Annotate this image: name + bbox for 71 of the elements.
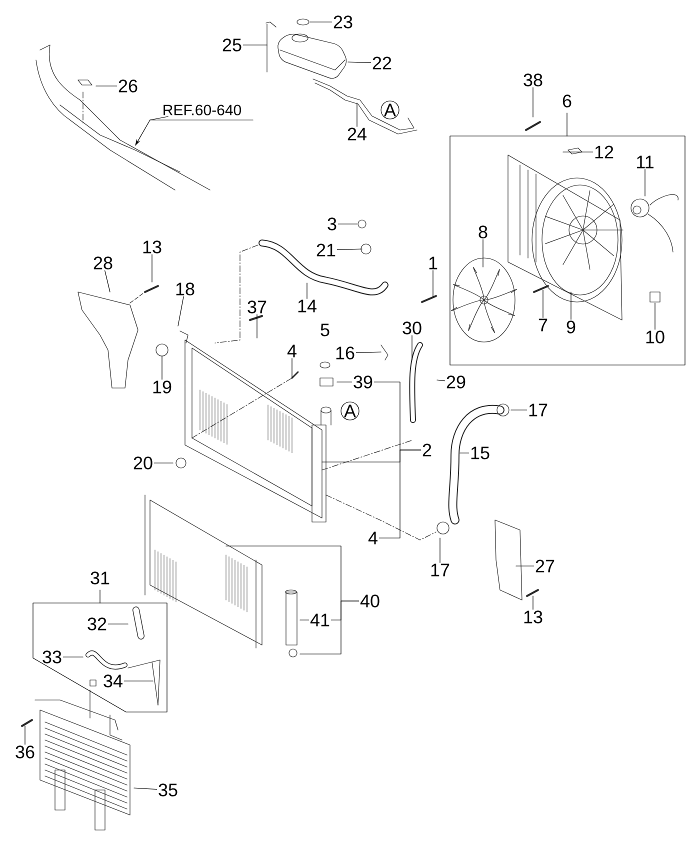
leader-line bbox=[482, 239, 484, 268]
callout-number: 24 bbox=[348, 128, 366, 140]
leader-line bbox=[104, 270, 110, 292]
leader-line bbox=[348, 62, 372, 63]
callout-number: 18 bbox=[176, 282, 194, 296]
callout-number: 13 bbox=[143, 240, 162, 254]
callout-number: 39 bbox=[354, 376, 372, 388]
callout-number: 29 bbox=[446, 376, 466, 388]
callout-number: 13 bbox=[524, 610, 542, 624]
callout-number: 38 bbox=[524, 74, 542, 86]
callout-number: 34 bbox=[104, 674, 122, 688]
node-label: 31 bbox=[90, 572, 110, 584]
callout-number: 22 bbox=[372, 56, 392, 70]
callout-number: 20 bbox=[134, 456, 152, 470]
leader-line bbox=[24, 726, 26, 745]
leader-line bbox=[436, 380, 446, 382]
bracket-line bbox=[378, 450, 422, 538]
leader-line bbox=[654, 302, 656, 330]
leader-line bbox=[306, 282, 308, 299]
callout-number: 17 bbox=[529, 404, 548, 416]
callout-number: 40 bbox=[360, 594, 380, 608]
leader-line bbox=[644, 169, 646, 196]
leader-line bbox=[134, 788, 158, 790]
callout-number: 8 bbox=[478, 226, 488, 238]
callout-number: 36 bbox=[16, 746, 34, 758]
leader-line bbox=[356, 352, 382, 353]
reference-note: REF.60-640 bbox=[164, 104, 242, 116]
callout-number: 16 bbox=[336, 346, 354, 360]
callout-number: 28 bbox=[94, 256, 112, 270]
callout-number: 25 bbox=[222, 38, 242, 52]
callout-number: 1 bbox=[429, 256, 438, 270]
callout-number: 32 bbox=[88, 618, 106, 630]
leader-line bbox=[336, 248, 362, 250]
callout-number: 35 bbox=[158, 784, 178, 796]
callout-number: 2 bbox=[422, 444, 432, 456]
callout-number: 26 bbox=[118, 80, 138, 92]
node-label: 6 bbox=[562, 94, 572, 108]
leader-line bbox=[432, 270, 434, 298]
leader-line bbox=[570, 292, 572, 320]
callout-number: 14 bbox=[298, 300, 316, 312]
callout-number: 19 bbox=[153, 380, 172, 394]
callout-number: 11 bbox=[637, 156, 654, 168]
leader-line bbox=[62, 656, 84, 658]
leader-line bbox=[154, 462, 174, 464]
leader-line bbox=[178, 296, 184, 326]
leader-line bbox=[532, 596, 534, 610]
callout-number: 9 bbox=[566, 320, 576, 334]
callout-number: 37 bbox=[248, 300, 266, 314]
leader-line bbox=[242, 44, 268, 46]
callout-number: 30 bbox=[402, 322, 422, 334]
callout-number: 4 bbox=[368, 532, 378, 544]
leader-line bbox=[256, 314, 258, 338]
leader-line bbox=[124, 680, 154, 682]
callout-number: 23 bbox=[334, 16, 352, 28]
callout-number: 15 bbox=[471, 446, 490, 460]
callout-number: 17 bbox=[431, 564, 450, 576]
callout-number: 3 bbox=[328, 218, 336, 230]
bracket-line bbox=[330, 600, 360, 620]
callout-number: 10 bbox=[646, 330, 664, 344]
callout-number: 5 bbox=[320, 324, 330, 336]
callout-number: 33 bbox=[42, 650, 62, 664]
leader-line bbox=[356, 102, 358, 127]
callout-number: 41 bbox=[310, 614, 330, 626]
leader-line bbox=[542, 290, 544, 318]
leader-line bbox=[460, 452, 470, 454]
callout-number: 21 bbox=[316, 244, 336, 256]
leader-line bbox=[532, 87, 534, 118]
callout-number: 7 bbox=[538, 318, 548, 332]
callout-number: 27 bbox=[536, 560, 554, 572]
callout-number: 4 bbox=[287, 344, 296, 358]
callout-number: 12 bbox=[595, 146, 614, 158]
